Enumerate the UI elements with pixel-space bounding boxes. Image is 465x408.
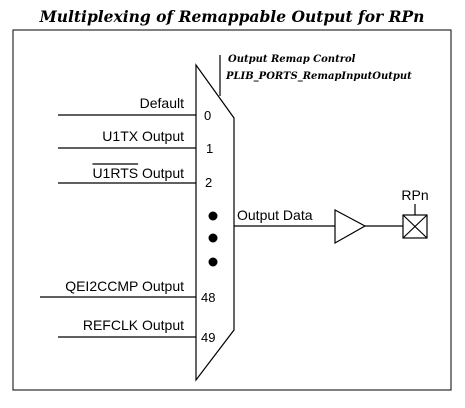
ellipsis-dot [208,233,218,243]
multiplexer [195,63,235,382]
rpn-pin-box [402,214,428,239]
output-buffer [334,209,367,245]
ellipsis-dot [208,211,218,221]
ellipsis-dot [208,257,218,267]
input-label-u1rts: U1RTS Output [92,165,184,181]
input-index-1: 1 [206,141,213,156]
input-label-default: Default [140,95,184,111]
diagram-title: Multiplexing of Remappable Output for RP… [39,7,425,26]
control-label-line1: Output Remap Control [228,54,356,65]
pin-label-rpn: RPn [401,187,428,203]
output-data-label: Output Data [237,207,313,223]
input-index-0: 0 [204,108,211,123]
input-label-refclk: REFCLK Output [83,317,184,333]
diagram-frame [12,29,452,391]
input-index-2: 2 [205,175,212,190]
input-index-49: 49 [201,330,215,345]
input-label-u1tx: U1TX Output [102,128,184,144]
control-label-line2: PLIB_PORTS_RemapInputOutput [225,71,412,82]
input-label-qei2ccmp: QEI2CCMP Output [65,278,184,294]
input-index-48: 48 [201,290,215,305]
